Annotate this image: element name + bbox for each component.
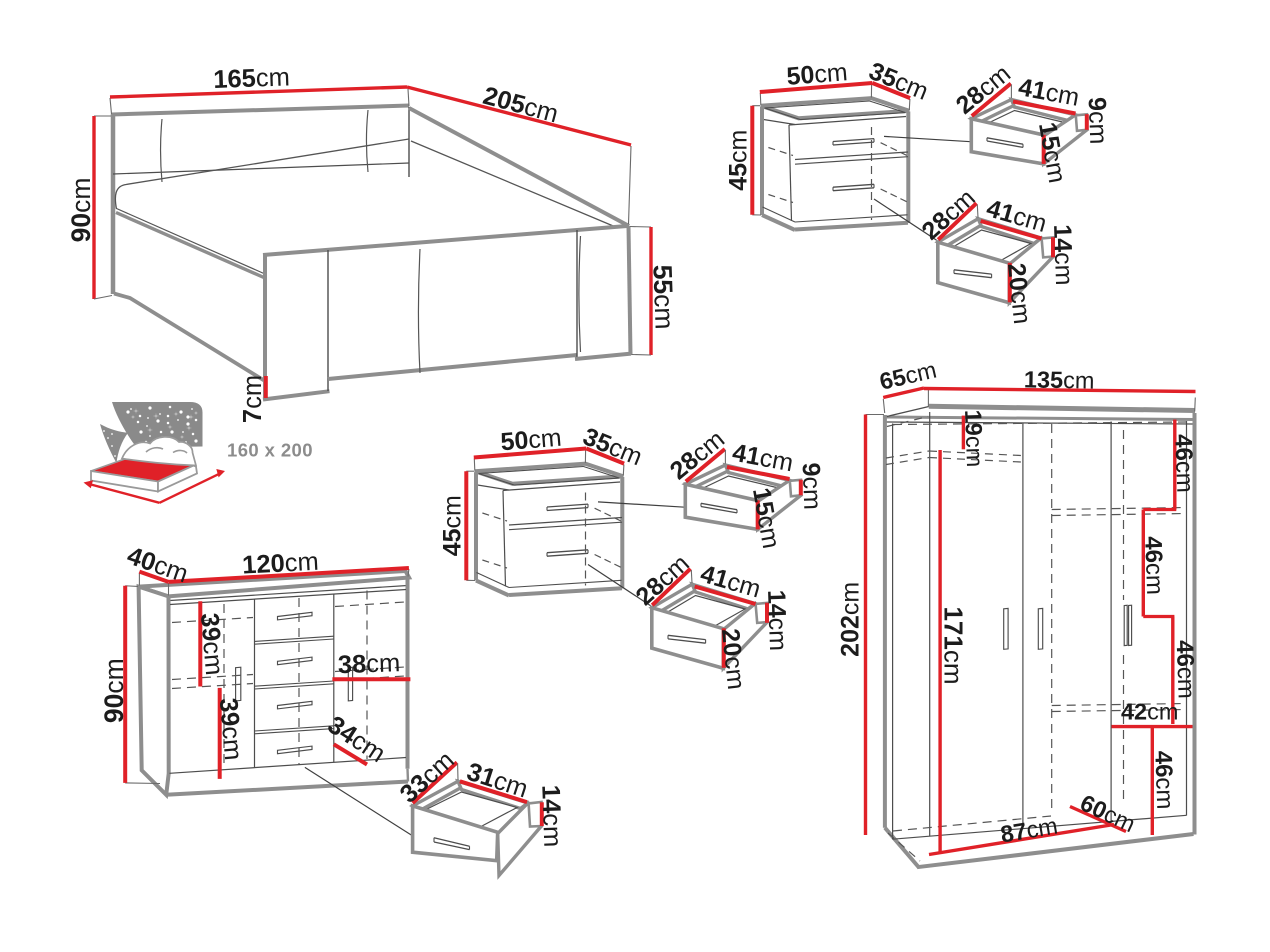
svg-text:46cm: 46cm [1169,434,1198,494]
svg-text:42cm: 42cm [1121,698,1178,724]
svg-text:46cm: 46cm [1171,640,1200,700]
svg-text:171cm: 171cm [939,606,969,684]
svg-text:202cm: 202cm [836,582,864,657]
svg-text:14cm: 14cm [536,784,566,847]
svg-text:50cm: 50cm [786,58,849,91]
svg-text:50cm: 50cm [500,424,563,457]
svg-text:135cm: 135cm [1024,366,1095,393]
svg-text:46cm: 46cm [1139,536,1168,596]
svg-text:19cm: 19cm [960,409,988,467]
svg-text:90cm: 90cm [99,658,129,723]
svg-text:165cm: 165cm [213,63,290,94]
svg-text:39cm: 39cm [195,612,228,677]
svg-text:87cm: 87cm [999,812,1060,847]
svg-text:46cm: 46cm [1149,750,1178,810]
svg-text:38cm: 38cm [337,649,400,679]
svg-text:90cm: 90cm [66,178,96,243]
svg-text:45cm: 45cm [725,130,753,191]
svg-text:39cm: 39cm [214,697,247,762]
svg-text:55cm: 55cm [647,264,679,330]
svg-text:7cm: 7cm [239,375,267,423]
svg-text:45cm: 45cm [439,495,467,556]
svg-text:160 x 200: 160 x 200 [227,440,313,461]
svg-text:120cm: 120cm [242,548,320,580]
